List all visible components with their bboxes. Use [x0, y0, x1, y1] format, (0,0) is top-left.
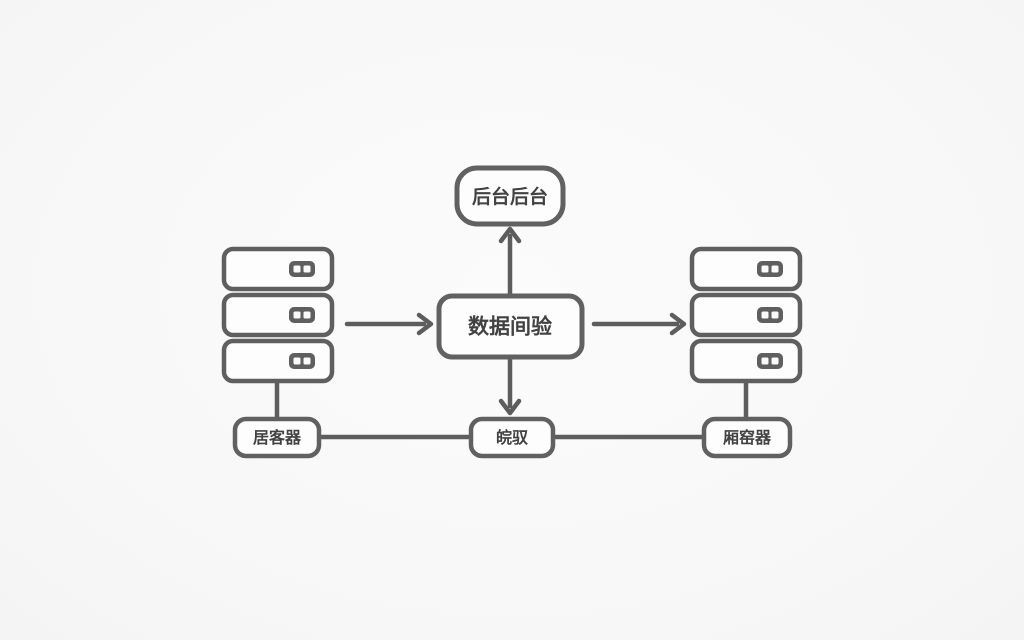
node-server-left-label: 居客器: [253, 428, 302, 447]
server-unit: [221, 292, 335, 338]
drive-bay-icon: [289, 261, 315, 277]
node-data-hub-label: 数据间验: [468, 315, 552, 339]
node-server-bottom-left[interactable]: 居客器: [232, 416, 322, 459]
node-server-right-label: 厢窑器: [723, 428, 772, 447]
node-inspect-bottom-center[interactable]: 皖驭: [468, 416, 556, 459]
server-unit: [221, 338, 335, 384]
drive-bay-icon: [757, 261, 783, 277]
arrow-hub-to-backend: [498, 226, 522, 298]
arrow-hub-to-inspect: [498, 355, 522, 416]
drive-bay-icon: [757, 353, 783, 369]
server-unit: [689, 292, 803, 338]
left-server-stack[interactable]: [221, 246, 335, 384]
server-unit: [689, 246, 803, 292]
arrow-leftstack-to-hub: [344, 312, 434, 336]
node-data-hub-center[interactable]: 数据间验: [436, 293, 585, 360]
server-unit: [221, 246, 335, 292]
server-unit: [689, 338, 803, 384]
node-backend-top[interactable]: 后台后台: [454, 165, 566, 227]
drive-bay-icon: [757, 307, 783, 323]
drive-bay-icon: [289, 307, 315, 323]
node-server-bottom-right[interactable]: 厢窑器: [701, 416, 793, 459]
node-inspect-label: 皖驭: [496, 428, 528, 447]
arrow-hub-to-rightstack: [591, 312, 687, 336]
right-server-stack[interactable]: [689, 246, 803, 384]
drive-bay-icon: [289, 353, 315, 369]
node-backend-label: 后台后台: [472, 185, 548, 208]
